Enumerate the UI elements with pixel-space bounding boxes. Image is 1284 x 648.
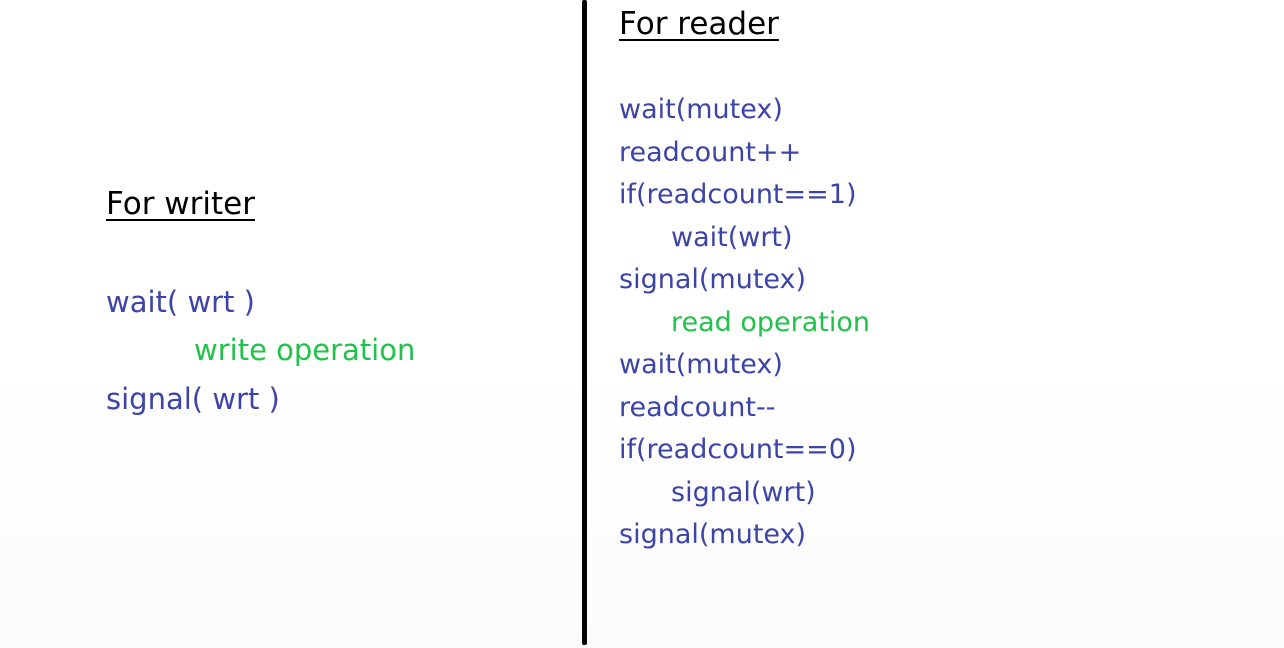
reader-line-wait-mutex-2: wait(mutex) [619,349,783,380]
reader-line-wait-mutex: wait(mutex) [619,94,783,125]
writer-heading: For writer [106,186,255,222]
writer-wait-line: wait( wrt ) [106,285,255,319]
vertical-divider [582,0,587,645]
reader-line-readcount-decrement: readcount-- [619,392,776,423]
reader-line-wait-wrt: wait(wrt) [671,222,793,253]
reader-line-signal-mutex-2: signal(mutex) [619,519,807,550]
reader-line-readcount-increment: readcount++ [619,137,802,168]
reader-line-if-first: if(readcount==1) [619,179,857,210]
reader-line-signal-wrt: signal(wrt) [671,477,816,508]
writer-operation-line: write operation [194,333,416,367]
reader-line-if-last: if(readcount==0) [619,434,857,465]
reader-line-signal-mutex: signal(mutex) [619,264,807,295]
writer-signal-line: signal( wrt ) [106,382,280,416]
reader-heading: For reader [619,6,779,42]
reader-line-read-operation: read operation [671,307,871,338]
